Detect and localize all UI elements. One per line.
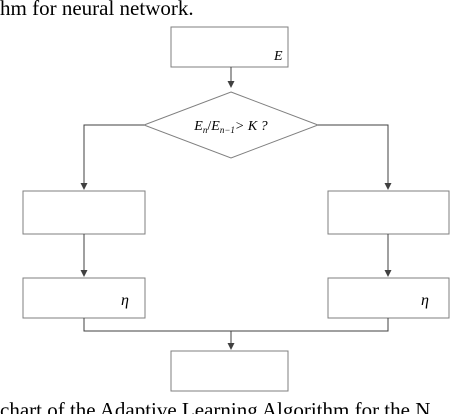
arrowhead-left-upper-to-lower [80, 270, 88, 277]
caption-top-fragment: hm for neural network. [0, 0, 194, 20]
edge-decision-to-right [318, 124, 389, 183]
arrowhead-right-upper-to-lower [384, 270, 392, 277]
edge-merge-branches [83, 318, 389, 332]
right-lower-box [327, 277, 450, 319]
right-lower-box-eta-symbol: η [421, 292, 429, 309]
arrowhead-decision-to-left [80, 183, 88, 190]
decision-gt-K: > K ? [235, 119, 268, 134]
decision-E-n-minus-1: E [210, 119, 220, 134]
start-box-error-symbol: E [273, 49, 283, 64]
decision-subscript-n: n [203, 125, 208, 135]
decision-subscript-n-minus-1: n−1 [220, 125, 235, 135]
right-upper-box [327, 190, 450, 235]
caption-bottom-fragment: chart of the Adaptive Learning Algorithm… [0, 398, 431, 414]
decision-slash: / [207, 119, 211, 134]
decision-diamond [142, 91, 320, 159]
left-upper-box [22, 190, 146, 235]
decision-E-n: E [193, 119, 203, 134]
edge-decision-to-left [83, 124, 144, 183]
decision-condition-label: En/En−1> K ? [193, 119, 267, 135]
end-box [170, 350, 289, 392]
start-box [170, 26, 289, 68]
arrowhead-decision-to-right [384, 183, 392, 190]
left-lower-box-eta-symbol: η [121, 292, 129, 309]
arrowhead-start-to-decision [227, 81, 235, 88]
arrowhead-merge-to-end [227, 343, 235, 350]
